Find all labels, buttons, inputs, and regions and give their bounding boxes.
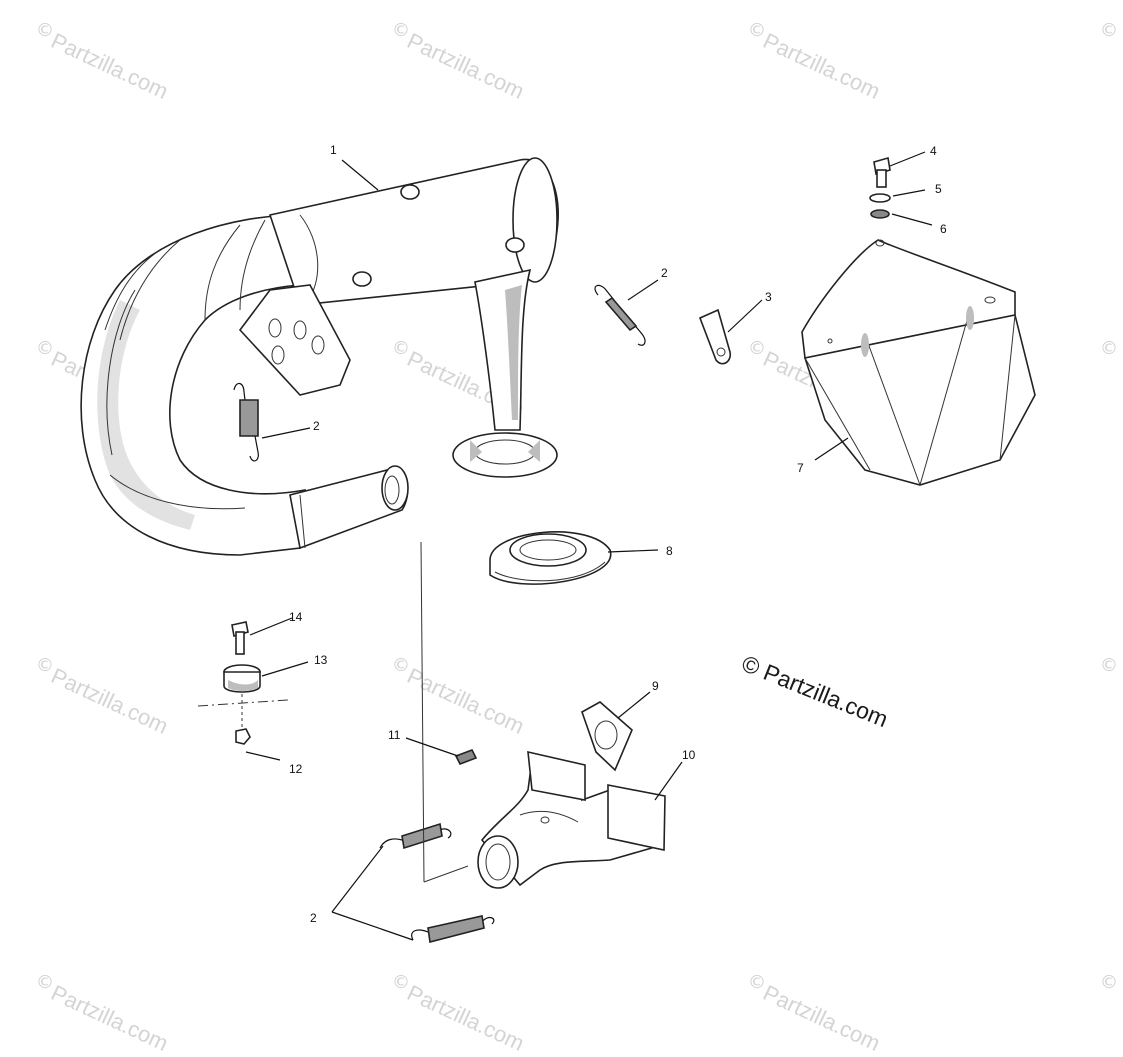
gasket-part[interactable] <box>581 701 633 772</box>
spring-lower-b-part[interactable] <box>411 915 495 943</box>
watermark-copyright-icon: © <box>392 20 410 41</box>
callout-13: 13 <box>314 653 328 667</box>
clip-bracket-part[interactable] <box>698 308 732 365</box>
exhaust-diagram: © Partzilla.com © Partzilla.com © Partzi… <box>36 20 1118 1056</box>
callout-7: 7 <box>797 461 804 475</box>
expansion-chamber-part[interactable] <box>80 157 559 556</box>
watermark-copyright-icon: © <box>392 655 410 676</box>
watermark-copyright-icon: © <box>36 972 54 993</box>
spring-left-part[interactable] <box>233 382 259 462</box>
watermark-copyright-icon: © <box>1100 655 1118 676</box>
watermark-copyright-icon: © <box>392 338 410 359</box>
lock-washer-part[interactable] <box>870 209 890 219</box>
watermark-copyright-icon: © <box>748 338 766 359</box>
washer-part[interactable] <box>869 193 891 203</box>
watermark-copyright-icon: © <box>36 338 54 359</box>
small-bolt-part[interactable] <box>454 748 478 766</box>
watermark-copyright-icon: © <box>36 655 54 676</box>
watermark-copyright-icon: © <box>748 20 766 41</box>
rubber-mount-part[interactable] <box>223 664 261 693</box>
callout-12: 12 <box>289 762 303 776</box>
callout-2: 2 <box>661 266 668 280</box>
watermark-copyright-icon: © <box>748 972 766 993</box>
callout-14: 14 <box>289 610 303 624</box>
callout-6: 6 <box>940 222 947 236</box>
grommet-part[interactable] <box>489 531 612 585</box>
leader-lines <box>245 151 933 941</box>
heat-shield-part[interactable] <box>801 239 1036 486</box>
watermark-copyright-icon: © <box>1100 20 1118 41</box>
spring-upper-part[interactable] <box>594 284 646 346</box>
mount-nut-part[interactable] <box>235 728 251 745</box>
spring-lower-a-part[interactable] <box>379 822 452 850</box>
callout-1: 1 <box>330 143 337 157</box>
callout-9: 9 <box>652 679 659 693</box>
watermark-copyright-icon: © <box>36 20 54 41</box>
callout-10: 10 <box>682 748 696 762</box>
callout-2: 2 <box>313 419 320 433</box>
watermark-copyright-icon: © <box>392 972 410 993</box>
exhaust-manifold-part[interactable] <box>477 750 666 889</box>
watermark-copyright-icon: © <box>1100 338 1118 359</box>
callout-5: 5 <box>935 182 942 196</box>
callout-2: 2 <box>310 911 317 925</box>
watermark-copyright-icon: © <box>1100 972 1118 993</box>
callout-8: 8 <box>666 544 673 558</box>
callout-11: 11 <box>388 728 401 742</box>
mount-bolt-part[interactable] <box>231 621 249 655</box>
callout-4: 4 <box>930 144 937 158</box>
callout-3: 3 <box>765 290 772 304</box>
bolt-part[interactable] <box>873 156 891 188</box>
parts-drawing: 1 2 2 2 3 4 5 6 7 8 9 10 11 12 13 14 <box>80 143 1036 943</box>
